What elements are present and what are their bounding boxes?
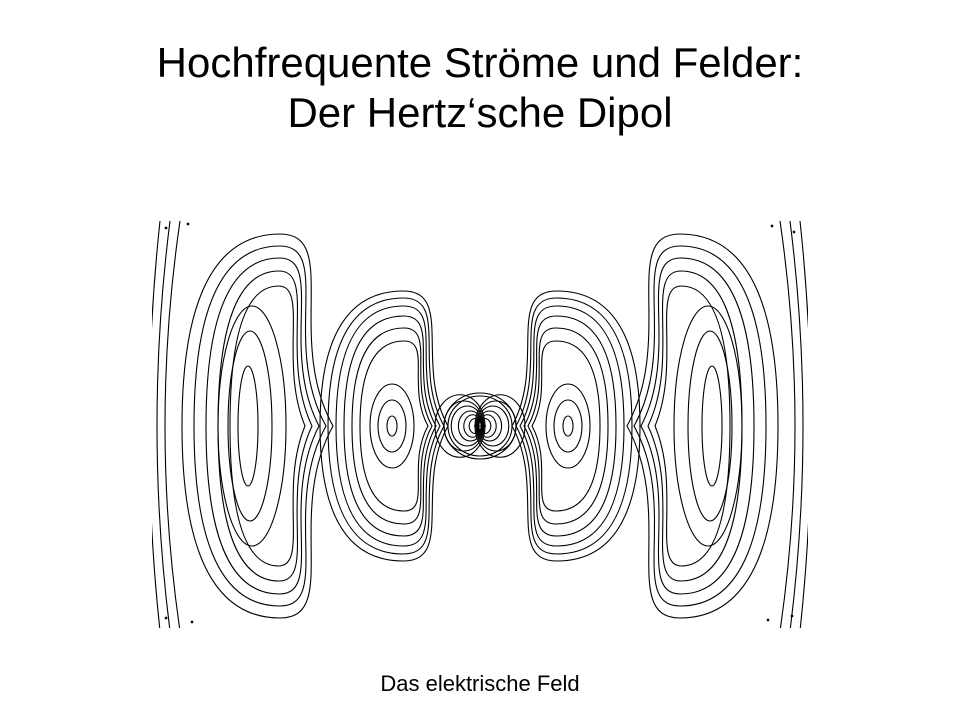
field-line-41 (519, 305, 625, 547)
slide-title-line-2: Der Hertz‘sche Dipol (287, 89, 673, 136)
field-line-42 (515, 297, 633, 555)
field-line-29 (237, 365, 259, 487)
field-line-22 (327, 297, 445, 555)
field-line-21 (335, 305, 441, 547)
field-line-23 (319, 290, 449, 562)
field-line-43 (511, 290, 641, 562)
field-line-28 (181, 233, 334, 619)
field-line-44 (654, 285, 731, 567)
field-line-16 (377, 399, 407, 453)
field-line-54 (799, 220, 808, 628)
field-line-34 (152, 220, 161, 628)
field-line-57 (770, 224, 774, 228)
field-line-46 (640, 257, 755, 595)
field-line-50 (687, 330, 733, 522)
field-line-30 (227, 330, 273, 522)
field-line-25 (217, 270, 313, 582)
field-line-47 (633, 245, 767, 607)
field-line-19 (351, 327, 433, 525)
field-line-15 (386, 415, 398, 437)
field-line-27 (193, 245, 327, 607)
field-line-38 (531, 340, 601, 512)
slide-title-line-1: Hochfrequente Ströme und Felder: (156, 39, 804, 86)
field-lines-plot (152, 220, 808, 628)
field-line-51 (673, 305, 743, 547)
slide-title: Hochfrequente Ströme und Felder: Der Her… (0, 38, 960, 138)
field-line-24 (229, 285, 306, 567)
field-line-52 (779, 220, 796, 628)
field-line-58 (792, 230, 796, 234)
field-line-35 (562, 415, 574, 437)
field-line-37 (545, 383, 591, 469)
field-line-31 (217, 305, 287, 547)
field-line-32 (164, 220, 181, 628)
field-line-39 (527, 327, 609, 525)
field-line-45 (647, 270, 743, 582)
field-line-20 (343, 315, 437, 537)
field-line-49 (701, 365, 723, 487)
figure-caption: Das elektrische Feld (380, 671, 580, 696)
field-line-40 (523, 315, 617, 537)
field-line-48 (626, 233, 779, 619)
field-line-53 (789, 220, 804, 628)
field-line-60 (190, 620, 194, 624)
field-line-62 (790, 614, 794, 618)
field-line-55 (164, 226, 168, 230)
field-line-59 (164, 616, 168, 620)
dipole-field-figure (152, 218, 808, 628)
field-line-33 (156, 220, 171, 628)
field-line-61 (766, 618, 770, 622)
field-line-36 (553, 399, 583, 453)
field-line-17 (369, 383, 415, 469)
field-line-18 (359, 340, 429, 512)
field-line-26 (205, 257, 320, 595)
field-line-56 (186, 222, 190, 226)
